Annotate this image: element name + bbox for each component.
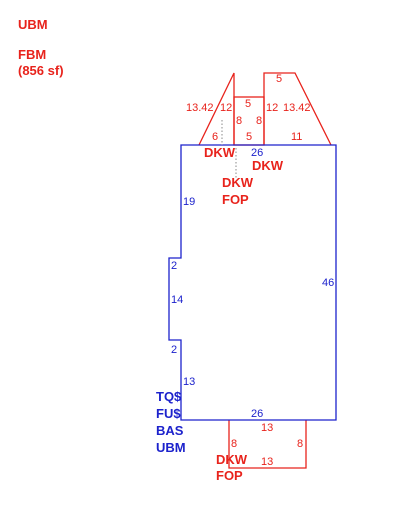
area-label: FBM [18, 47, 47, 62]
label-fop-2: FOP [216, 468, 243, 483]
guide-lines [221, 120, 237, 178]
dim-notch-2-bottom: 2 [171, 344, 177, 356]
dim-left-height: 12 [220, 102, 232, 114]
dim-right-46: 46 [322, 277, 334, 289]
label-fop-1: FOP [222, 192, 249, 207]
label-dkw-fop-2: DKW [216, 452, 248, 467]
dim-left-slope: 13.42 [186, 102, 214, 114]
dim-bottom-5: 5 [246, 131, 252, 143]
dim-top-26: 26 [251, 147, 263, 159]
dim-left-inner-8: 8 [236, 115, 242, 127]
right-deck-outline [263, 72, 332, 146]
dim-right-top-5: 5 [276, 73, 282, 85]
dim-right-inner-8: 8 [256, 115, 262, 127]
dim-right-slope: 13.42 [283, 102, 311, 114]
dim-porch-right-8: 8 [297, 438, 303, 450]
rear-porch-outline [228, 420, 307, 469]
label-fus: FU$ [156, 406, 181, 421]
label-dkw-right: DKW [252, 158, 284, 173]
label-bas: BAS [156, 423, 184, 438]
upper-level-shapes [198, 72, 332, 469]
dim-left-19: 19 [183, 196, 195, 208]
dim-bottom-6: 6 [212, 131, 218, 143]
dim-bottom-11: 11 [291, 131, 302, 143]
label-ubm: UBM [156, 440, 186, 455]
main-house-outline [168, 144, 337, 421]
dim-porch-bottom-13: 13 [261, 456, 273, 468]
dim-right-height: 12 [266, 102, 278, 114]
dim-bottom-26: 26 [251, 408, 263, 420]
sketch-title: UBM [18, 17, 48, 32]
dim-notch-14: 14 [171, 294, 183, 306]
area-value: (856 sf) [18, 63, 64, 78]
dim-left-13: 13 [183, 376, 195, 388]
dim-porch-top-13: 13 [261, 422, 273, 434]
dim-porch-left-8: 8 [231, 438, 237, 450]
label-dkw-fop-1: DKW [222, 175, 254, 190]
label-dkw-left: DKW [204, 145, 236, 160]
dim-left-top-5: 5 [245, 98, 251, 110]
label-tqs: TQ$ [156, 389, 182, 404]
dim-notch-2-top: 2 [171, 260, 177, 272]
